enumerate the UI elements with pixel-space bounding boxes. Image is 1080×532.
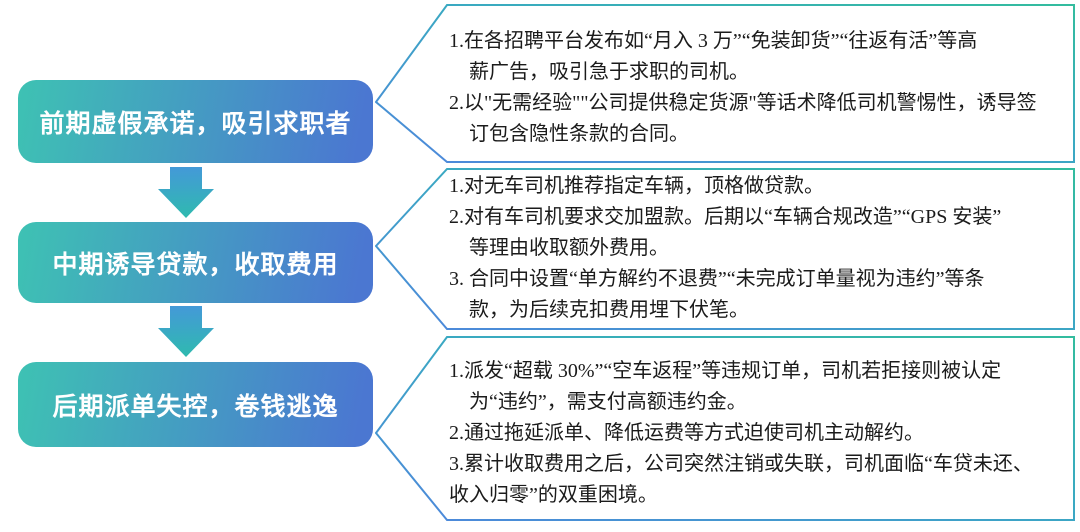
callout-3-text: 1.派发“超载 30%”“空车返程”等违规订单，司机若拒接则被认定 为“违约”，… <box>449 356 1053 511</box>
callout-2-text: 1.对无车司机推荐指定车辆，顶格做贷款。 2.对有车司机要求交加盟款。后期以“车… <box>449 171 1053 326</box>
callout-stage-1: 1.在各招聘平台发布如“月入 3 万”“免装卸货”“往返有活”等高 薪广告，吸引… <box>375 4 1075 163</box>
detail-line: 2.通过拖延派单、降低运费等方式迫使司机主动解约。 <box>449 422 924 444</box>
callout-1-text: 1.在各招聘平台发布如“月入 3 万”“免装卸货”“往返有活”等高 薪广告，吸引… <box>449 26 1053 150</box>
down-arrow-icon <box>158 306 214 357</box>
callout-stage-2: 1.对无车司机推荐指定车辆，顶格做贷款。 2.对有车司机要求交加盟款。后期以“车… <box>375 168 1075 330</box>
detail-line: 1.在各招聘平台发布如“月入 3 万”“免装卸货”“往返有活”等高 <box>449 30 978 52</box>
detail-line: 薪广告，吸引急于求职的司机。 <box>469 61 749 83</box>
stage-box-2: 中期诱导贷款，收取费用 <box>18 222 373 303</box>
detail-line: 订包含隐性条款的合同。 <box>469 123 689 145</box>
detail-line: 收入归零”的双重困境。 <box>449 484 658 506</box>
callout-pointer-border <box>375 336 1075 521</box>
detail-line: 等理由收取额外费用。 <box>469 237 669 259</box>
detail-line: 1.对无车司机推荐指定车辆，顶格做贷款。 <box>449 175 824 197</box>
stage-box-3: 后期派单失控，卷钱逃逸 <box>18 362 373 447</box>
stage-3-label: 后期派单失控，卷钱逃逸 <box>52 392 339 421</box>
stage-box-1: 前期虚假承诺，吸引求职者 <box>18 80 373 163</box>
callout-pointer-border <box>375 4 1075 163</box>
detail-line: 3. 合同中设置“单方解约不退费”“未完成订单量视为违约”等条 <box>449 268 985 290</box>
callout-pointer-border <box>375 168 1075 330</box>
detail-line: 3.累计收取费用之后，公司突然注销或失联，司机面临“车贷未还、 <box>449 453 1033 475</box>
detail-line: 2.以"无需经验""公司提供稳定货源"等话术降低司机警惕性，诱导签 <box>449 92 1037 114</box>
detail-line: 款，为后续克扣费用埋下伏笔。 <box>469 299 749 321</box>
stage-2-label: 中期诱导贷款，收取费用 <box>52 250 339 279</box>
callout-stage-3: 1.派发“超载 30%”“空车返程”等违规订单，司机若拒接则被认定 为“违约”，… <box>375 336 1075 521</box>
down-arrow-icon <box>158 167 214 218</box>
detail-line: 为“违约”，需支付高额违约金。 <box>469 391 747 413</box>
detail-line: 2.对有车司机要求交加盟款。后期以“车辆合规改造”“GPS 安装” <box>449 206 1002 228</box>
stage-1-label: 前期虚假承诺，吸引求职者 <box>39 109 352 138</box>
detail-line: 1.派发“超载 30%”“空车返程”等违规订单，司机若拒接则被认定 <box>449 360 1002 382</box>
